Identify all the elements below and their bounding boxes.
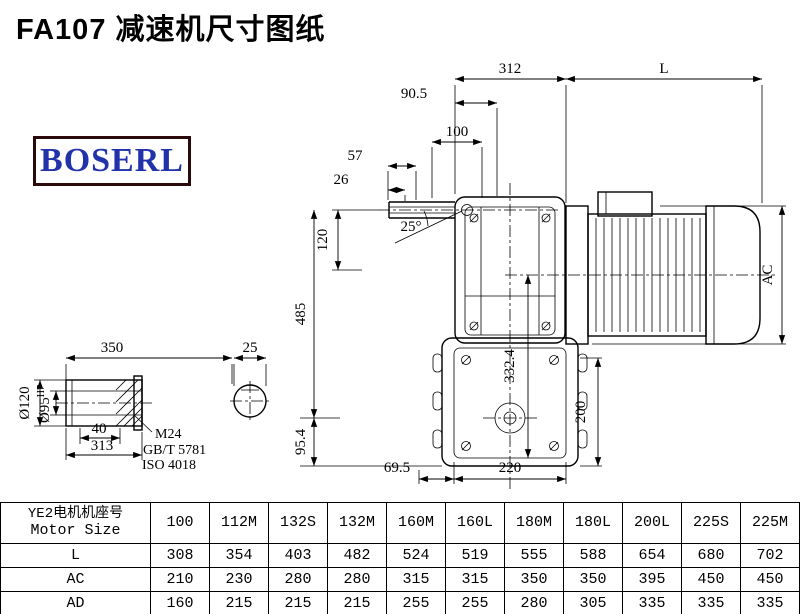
motor-dimension-table: YE2电机机座号 Motor Size 100 112M 132S 132M 1… bbox=[0, 502, 800, 614]
table-cell: 555 bbox=[504, 543, 564, 568]
dim-312: 312 bbox=[499, 61, 522, 77]
table-cell: 524 bbox=[386, 543, 446, 568]
dim-dia120: Ø120 bbox=[17, 386, 33, 419]
dim-332-4: 332.4 bbox=[502, 349, 518, 383]
dim-57: 57 bbox=[348, 148, 364, 164]
column-header: 132S bbox=[268, 502, 328, 544]
dim-26: 26 bbox=[334, 172, 350, 188]
column-header: 180L bbox=[563, 502, 623, 544]
dim-95-4: 95.4 bbox=[293, 428, 309, 455]
dia95-base: Ø95 bbox=[37, 397, 53, 423]
table-row-AC: AC 210 230 280 280 315 315 350 350 395 4… bbox=[0, 567, 800, 592]
dim-40: 40 bbox=[92, 421, 107, 437]
label-gbt5781: GB/T 5781 bbox=[143, 443, 206, 458]
table-cell: 305 bbox=[563, 591, 623, 614]
logo-text: BOSERL bbox=[40, 142, 184, 179]
motor-outline bbox=[565, 191, 761, 345]
dim-69-5: 69.5 bbox=[384, 460, 410, 476]
column-header: 100 bbox=[150, 502, 210, 544]
table-cell: 230 bbox=[209, 567, 269, 592]
table-cell: 680 bbox=[681, 543, 741, 568]
column-header: 112M bbox=[209, 502, 269, 544]
table-row-L: L 308 354 403 482 524 519 555 588 654 68… bbox=[0, 543, 800, 568]
boserl-logo: BOSERL bbox=[33, 136, 191, 186]
table-cell: 308 bbox=[150, 543, 210, 568]
table-cell: 280 bbox=[327, 567, 387, 592]
dim-350: 350 bbox=[101, 340, 124, 356]
table-cell: 315 bbox=[445, 567, 505, 592]
table-cell: 395 bbox=[622, 567, 682, 592]
dim-AC: AC bbox=[760, 265, 776, 286]
row-label: AD bbox=[0, 591, 151, 614]
column-header: 180M bbox=[504, 502, 564, 544]
table-cell: 210 bbox=[150, 567, 210, 592]
dim-100: 100 bbox=[446, 124, 469, 140]
dim-220: 220 bbox=[499, 460, 522, 476]
column-header: 225S bbox=[681, 502, 741, 544]
column-header: 200L bbox=[622, 502, 682, 544]
table-cell: 519 bbox=[445, 543, 505, 568]
row-label: AC bbox=[0, 567, 151, 592]
dim-25: 25 bbox=[243, 340, 258, 356]
dimension-lines bbox=[300, 75, 786, 484]
table-cell: 255 bbox=[445, 591, 505, 614]
dim-25deg: 25° bbox=[401, 219, 422, 235]
dim-L: L bbox=[659, 61, 668, 77]
shaft-detail-view bbox=[34, 354, 270, 460]
table-row-AD: AD 160 215 215 215 255 255 280 305 335 3… bbox=[0, 591, 800, 614]
table-header-row: YE2电机机座号 Motor Size 100 112M 132S 132M 1… bbox=[0, 502, 800, 544]
table-cell: 160 bbox=[150, 591, 210, 614]
column-header: 160L bbox=[445, 502, 505, 544]
table-cell: 335 bbox=[681, 591, 741, 614]
dimension-labels: 312 L 90.5 100 57 26 25° 120 485 95.4 33… bbox=[17, 61, 776, 476]
dim-120: 120 bbox=[315, 229, 331, 252]
column-header: 225M bbox=[740, 502, 800, 544]
motor-size-en: Motor Size bbox=[30, 522, 121, 540]
page-title: FA107 减速机尺寸图纸 bbox=[16, 14, 326, 46]
technical-drawing: 312 L 90.5 100 57 26 25° 120 485 95.4 33… bbox=[17, 61, 786, 492]
column-header: 132M bbox=[327, 502, 387, 544]
table-cell: 482 bbox=[327, 543, 387, 568]
label-m24: M24 bbox=[155, 427, 181, 442]
table-cell: 350 bbox=[563, 567, 623, 592]
table-cell: 215 bbox=[209, 591, 269, 614]
motor-size-cn: YE2电机机座号 bbox=[27, 506, 124, 523]
dim-90-5: 90.5 bbox=[401, 86, 427, 102]
table-cell: 354 bbox=[209, 543, 269, 568]
table-cell: 215 bbox=[327, 591, 387, 614]
dim-485: 485 bbox=[293, 303, 309, 326]
column-header: 160M bbox=[386, 502, 446, 544]
table-cell: 335 bbox=[740, 591, 800, 614]
dim-dia95h7: Ø95H7 bbox=[36, 385, 53, 423]
table-cell: 654 bbox=[622, 543, 682, 568]
dim-313: 313 bbox=[91, 438, 114, 454]
table-cell: 315 bbox=[386, 567, 446, 592]
table-cell: 403 bbox=[268, 543, 328, 568]
gearbox-outline bbox=[388, 196, 588, 467]
dim-200: 200 bbox=[573, 401, 589, 424]
dia95-tolerance: H7 bbox=[36, 385, 47, 397]
table-cell: 450 bbox=[681, 567, 741, 592]
table-cell: 255 bbox=[386, 591, 446, 614]
motor-size-header: YE2电机机座号 Motor Size bbox=[0, 502, 151, 544]
table-cell: 450 bbox=[740, 567, 800, 592]
row-label: L bbox=[0, 543, 151, 568]
table-cell: 280 bbox=[504, 591, 564, 614]
table-cell: 350 bbox=[504, 567, 564, 592]
table-cell: 280 bbox=[268, 567, 328, 592]
label-iso4018: ISO 4018 bbox=[142, 458, 196, 473]
table-cell: 215 bbox=[268, 591, 328, 614]
table-cell: 702 bbox=[740, 543, 800, 568]
table-cell: 588 bbox=[563, 543, 623, 568]
table-cell: 335 bbox=[622, 591, 682, 614]
